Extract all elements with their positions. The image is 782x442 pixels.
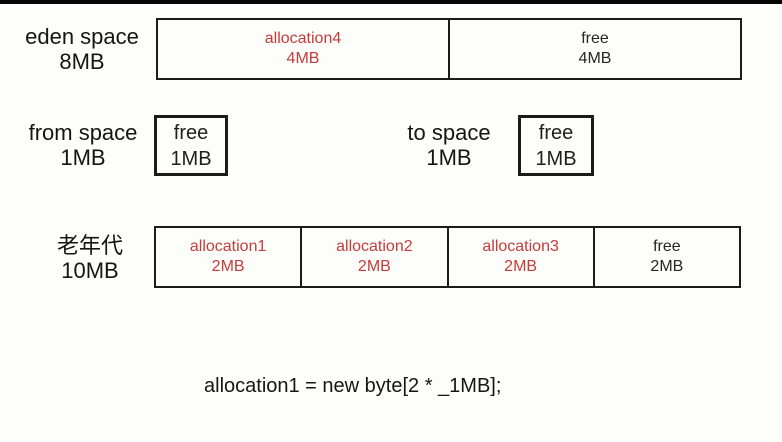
segment-name: free — [653, 238, 681, 255]
old-generation-box: allocation1 2MB allocation2 2MB allocati… — [154, 226, 741, 288]
allocation-code-listing: allocation1 = new byte[2 * _1MB]; alloca… — [204, 321, 501, 442]
eden-space-box: allocation4 4MB free 4MB — [156, 18, 742, 80]
old-gen-segment-allocation3: allocation3 2MB — [446, 228, 593, 286]
old-generation-label-size: 10MB — [61, 258, 119, 283]
old-generation-label: 老年代 10MB — [20, 233, 160, 283]
segment-size: 4MB — [286, 50, 320, 67]
segment-name: free — [173, 121, 209, 144]
to-space-box: free 1MB — [518, 115, 594, 176]
eden-space-label: eden space 8MB — [8, 24, 156, 74]
to-space-label-size: 1MB — [426, 145, 472, 170]
segment-size: 1MB — [170, 147, 212, 170]
segment-name: free — [581, 30, 609, 47]
old-gen-segment-allocation2: allocation2 2MB — [300, 228, 446, 286]
eden-segment-free: free 4MB — [448, 20, 740, 78]
old-gen-segment-allocation1: allocation1 2MB — [156, 228, 300, 286]
segment-name: allocation2 — [336, 238, 413, 255]
from-space-label-name: from space — [28, 120, 138, 145]
from-space-label: from space 1MB — [13, 120, 153, 170]
segment-name: free — [538, 121, 574, 144]
to-space-label: to space 1MB — [379, 120, 519, 170]
to-space-label-name: to space — [407, 120, 491, 145]
old-gen-segment-free: free 2MB — [592, 228, 739, 286]
from-space-box: free 1MB — [154, 115, 228, 176]
segment-size: 2MB — [650, 258, 684, 275]
old-generation-label-name: 老年代 — [56, 233, 123, 258]
segment-name: allocation4 — [264, 30, 342, 47]
segment-size: 2MB — [504, 258, 538, 275]
eden-space-label-size: 8MB — [59, 49, 105, 74]
eden-space-label-name: eden space — [25, 24, 139, 49]
code-line-1: allocation1 = new byte[2 * _1MB]; — [204, 375, 502, 397]
from-space-label-size: 1MB — [60, 145, 106, 170]
segment-size: 1MB — [535, 147, 577, 170]
eden-segment-allocation4: allocation4 4MB — [158, 20, 448, 78]
segment-size: 4MB — [578, 50, 612, 67]
top-border-bar — [0, 0, 782, 4]
segment-size: 2MB — [357, 258, 391, 275]
segment-size: 2MB — [211, 258, 245, 275]
segment-name: allocation1 — [189, 238, 267, 255]
segment-name: allocation3 — [482, 238, 559, 255]
